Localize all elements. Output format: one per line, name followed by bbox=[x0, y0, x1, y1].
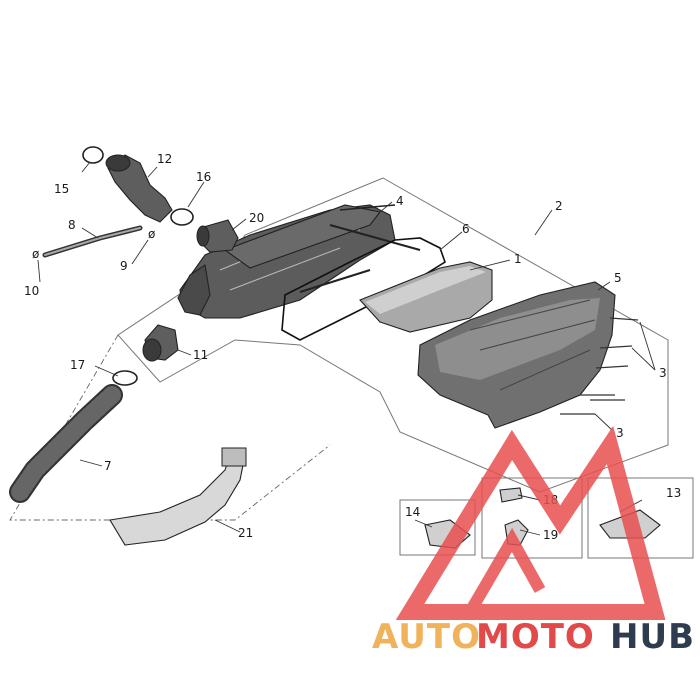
callout-4: 4 bbox=[396, 194, 404, 208]
callout-8: 8 bbox=[68, 218, 76, 232]
callout-2: 2 bbox=[555, 199, 563, 213]
callout-21: 21 bbox=[238, 526, 253, 540]
callout-15: 15 bbox=[54, 182, 69, 196]
callout-13: 13 bbox=[666, 486, 681, 500]
watermark-auto: AUTO bbox=[372, 617, 481, 657]
callout-3a: 3 bbox=[659, 366, 667, 380]
duct-21 bbox=[109, 447, 247, 546]
callout-14: 14 bbox=[405, 505, 420, 519]
callout-6: 6 bbox=[462, 222, 470, 236]
clamp-15 bbox=[82, 146, 104, 164]
callout-7: 7 bbox=[104, 459, 112, 473]
watermark-logo bbox=[395, 425, 666, 620]
bellows-hose bbox=[9, 384, 123, 503]
rubber-sleeve bbox=[196, 219, 239, 253]
callout-10: 10 bbox=[24, 284, 39, 298]
callout-3b: 3 bbox=[616, 426, 624, 440]
callout-11: 11 bbox=[193, 348, 208, 362]
intake-duct bbox=[105, 154, 173, 223]
callout-9: 9 bbox=[120, 259, 128, 273]
watermark-hub: HUB bbox=[610, 617, 695, 657]
callout-20: 20 bbox=[249, 211, 264, 225]
clip-9-glyph: ø bbox=[148, 227, 155, 241]
callout-1: 1 bbox=[514, 252, 522, 266]
clamp-17 bbox=[112, 370, 138, 386]
screws-3 bbox=[560, 317, 639, 415]
part-18-nut bbox=[499, 487, 523, 503]
clip-10-glyph: ø bbox=[32, 247, 39, 261]
clamp-16 bbox=[170, 208, 194, 226]
callout-16: 16 bbox=[196, 170, 211, 184]
callout-17: 17 bbox=[70, 358, 85, 372]
callout-19: 19 bbox=[543, 528, 558, 542]
airbox-body bbox=[177, 204, 421, 319]
callout-12: 12 bbox=[157, 152, 172, 166]
gasket bbox=[281, 237, 446, 341]
callout-5: 5 bbox=[614, 271, 622, 285]
spigot-11 bbox=[142, 324, 179, 362]
watermark-moto: MOTO bbox=[476, 617, 595, 657]
hose-boundary-dash bbox=[9, 334, 331, 521]
airbox-cover bbox=[417, 281, 616, 429]
